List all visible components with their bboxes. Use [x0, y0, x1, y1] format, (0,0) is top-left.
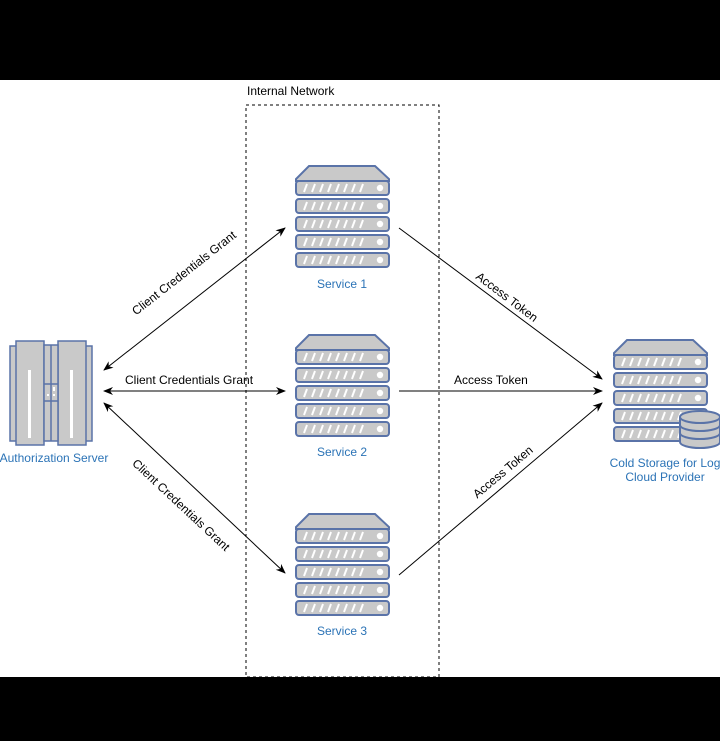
internal-network-label: Internal Network: [247, 84, 335, 98]
storage-label-line1: Cold Storage for Log: [609, 456, 720, 470]
edge-label-token2: Access Token: [454, 373, 528, 387]
edge-label-grant2: Client Credentials Grant: [125, 373, 254, 387]
service3-server-icon[interactable]: [296, 514, 389, 615]
edge-grant-service3: [103, 402, 286, 574]
edge-token-service1: [398, 227, 603, 380]
storage-label-line2: Cloud Provider: [625, 470, 705, 484]
service1-server-icon[interactable]: [296, 166, 389, 267]
service1-label: Service 1: [316, 277, 368, 291]
authorization-server-label: Authorization Server: [0, 451, 109, 465]
diagram-svg: [9, 104, 720, 677]
edge-token-service3: [398, 402, 603, 576]
service2-server-icon[interactable]: [296, 335, 389, 436]
database-icon: [679, 410, 720, 449]
service2-label: Service 2: [316, 445, 368, 459]
authorization-server-icon[interactable]: [9, 340, 93, 446]
diagram-canvas: Internal Network Authorization Server Se…: [0, 80, 720, 677]
service3-label: Service 3: [316, 624, 368, 638]
edge-grant-service1: [103, 227, 286, 371]
